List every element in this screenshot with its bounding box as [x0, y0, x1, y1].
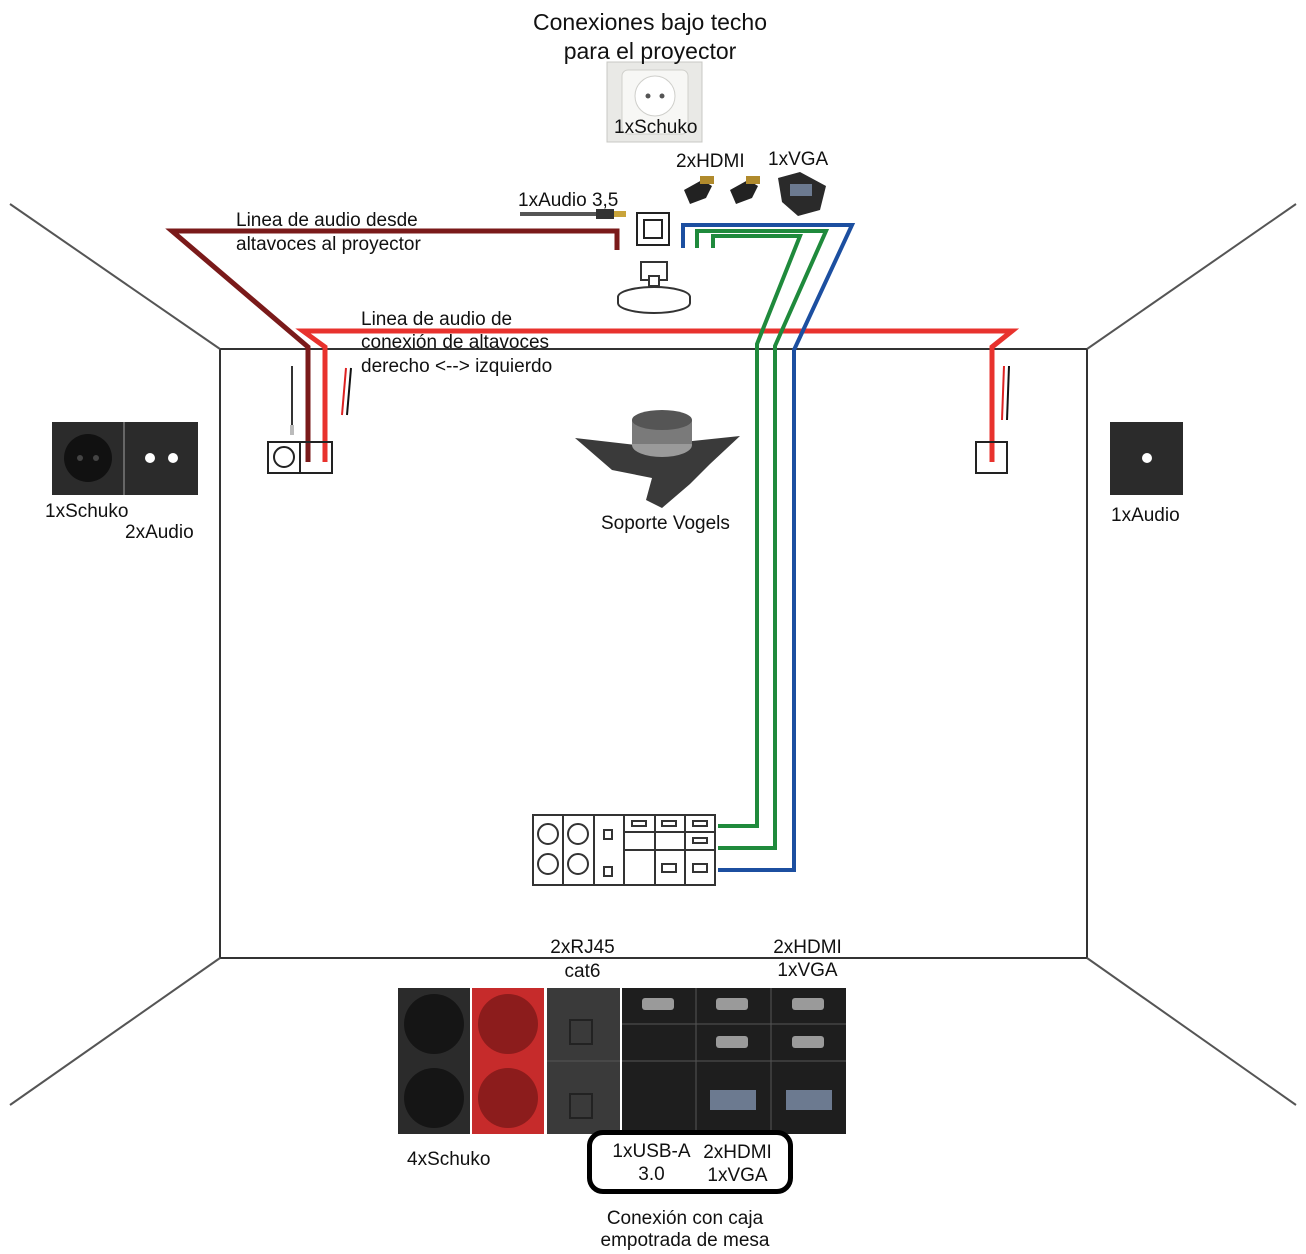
ceiling-audio-label: 1xAudio 3,5 — [518, 190, 619, 211]
room-outline — [9, 203, 1297, 1106]
vga-connector-icon — [778, 172, 826, 216]
audio-projector-label-1: Linea de audio desde — [236, 210, 418, 231]
ceiling-junction-box — [636, 212, 670, 246]
audio-line-speakers — [295, 328, 1020, 462]
audio-line-projector — [165, 228, 620, 462]
rj45-label-1: 2xRJ45 — [550, 937, 615, 958]
right-audio-label: 1xAudio — [1111, 505, 1180, 526]
ceiling-hdmi-label: 2xHDMI — [676, 151, 745, 172]
audio-speakers-label-2: conexión de altavoces — [361, 332, 550, 353]
audio-speakers-label-3: derecho <--> izquierdo — [361, 356, 553, 377]
table-connection-label-1: Conexión con caja — [606, 1208, 764, 1229]
left-schuko-label: 1xSchuko — [45, 501, 129, 522]
left-audio-label: 2xAudio — [125, 522, 194, 543]
usb-label-2: 3.0 — [638, 1164, 665, 1185]
floor-outlet-schematic — [532, 814, 716, 886]
mount-label: Soporte Vogels — [601, 513, 730, 534]
ceiling-schuko-label: 1xSchuko — [614, 117, 698, 138]
box-hdmi-label-1: 2xHDMI — [703, 1142, 772, 1163]
hdmi-connector-icon — [684, 176, 760, 204]
title-line-1: Conexiones bajo techo — [533, 9, 767, 35]
table-connection-label-2: empotrada de mesa — [600, 1230, 770, 1251]
audio-jack-icon — [520, 209, 626, 219]
video-lines — [681, 223, 856, 872]
right-wall-panel — [1110, 422, 1183, 495]
table-box-frame — [587, 1130, 793, 1194]
ceiling-vga-label: 1xVGA — [768, 149, 829, 170]
audio-projector-label-2: altavoces al proyector — [236, 234, 421, 255]
usb-label-1: 1xUSB-A — [612, 1141, 691, 1162]
audio-speakers-label-1: Linea de audio de — [361, 309, 513, 330]
right-wall-box — [975, 441, 1008, 474]
vogels-mount-icon — [575, 410, 740, 508]
ceiling-schuko-icon — [606, 61, 703, 143]
rj45-label-2: cat6 — [564, 961, 601, 982]
floor-schuko-label: 4xSchuko — [407, 1149, 491, 1170]
box-hdmi-label-2: 1xVGA — [707, 1165, 768, 1186]
left-wall-panel — [52, 422, 198, 495]
speaker-wire-icon — [290, 366, 352, 435]
floor-hdmi-label-1: 2xHDMI — [773, 937, 842, 958]
title-line-2: para el proyector — [563, 38, 737, 64]
floor-hdmi-label-2: 1xVGA — [777, 960, 838, 981]
floor-panel — [398, 988, 846, 1134]
ceiling-mount-icon — [617, 261, 691, 314]
left-wall-box — [267, 441, 333, 474]
right-speaker-wire-icon — [1001, 365, 1010, 421]
